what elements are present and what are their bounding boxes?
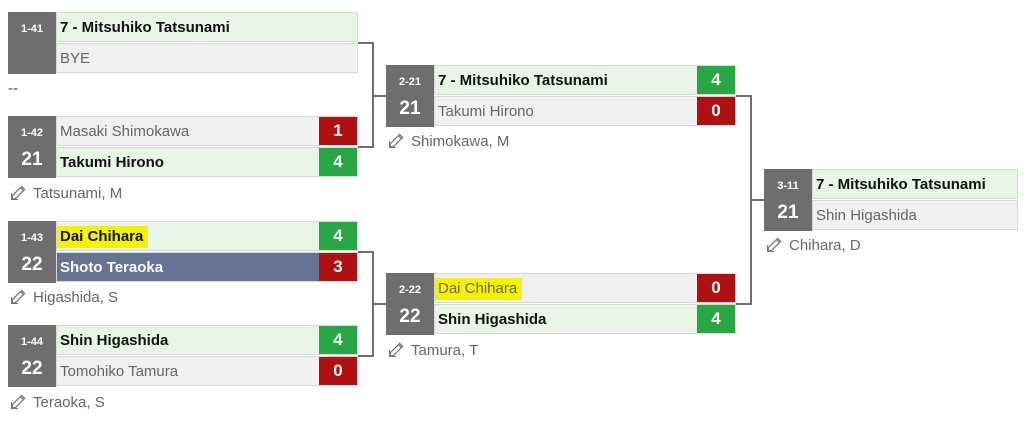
player-name: BYE — [60, 50, 91, 67]
referee-name: Teraoka, S — [33, 394, 105, 411]
connector-2-21-out — [736, 95, 751, 97]
pool-number: 21 — [399, 98, 421, 119]
player-slot-1[interactable]: Dai Chihara 4 — [56, 221, 358, 251]
player-name: 7 - Mitsuhiko Tatsunami — [816, 176, 986, 193]
highlighted-player-name: Dai Chihara — [435, 278, 523, 300]
player-name: Shin Higashida — [438, 311, 547, 328]
connector-1-41-out — [358, 42, 373, 44]
player-slot-1[interactable]: Masaki Shimokawa 1 — [56, 116, 358, 146]
player-slot-2[interactable]: Tomohiko Tamura 0 — [56, 356, 358, 386]
player-name: Shin Higashida — [816, 207, 917, 224]
pencil-edit-icon — [10, 392, 28, 410]
player-name: Tomohiko Tamura — [60, 363, 179, 380]
player-name: 7 - Mitsuhiko Tatsunami — [60, 19, 230, 36]
player-slot-2[interactable]: Takumi Hirono 0 — [434, 96, 736, 126]
score-box: 4 — [319, 222, 357, 250]
pool-number: 21 — [777, 202, 799, 223]
score-box: 4 — [319, 326, 357, 354]
score-box: 0 — [319, 357, 357, 385]
match-code: 1-42 — [20, 127, 44, 139]
match-badge: 1-41 — [8, 12, 56, 74]
pool-number: 22 — [21, 358, 43, 379]
pencil-edit-icon — [766, 235, 784, 253]
player-slot-1[interactable]: Dai Chihara 0 — [434, 273, 736, 303]
connector-1-43-out — [358, 251, 373, 253]
match-code: 2-21 — [398, 76, 422, 88]
pencil-edit-icon — [10, 287, 28, 305]
connector-to-2-21 — [372, 95, 386, 97]
score-box: 0 — [697, 274, 735, 302]
referee-label[interactable]: Teraoka, S — [10, 392, 105, 411]
referee-name: Shimokawa, M — [411, 133, 510, 150]
connector-2-22-out — [736, 303, 751, 305]
match-code: 2-22 — [398, 284, 422, 296]
player-name: Masaki Shimokawa — [60, 123, 190, 140]
score-box: 3 — [319, 253, 357, 281]
player-slot-2[interactable]: BYE — [56, 43, 358, 73]
pool-number: 22 — [399, 306, 421, 327]
player-slot-2[interactable]: Takumi Hirono 4 — [56, 147, 358, 177]
connector-to-2-22 — [372, 303, 386, 305]
player-name: Takumi Hirono — [60, 154, 164, 171]
referee-label[interactable]: Higashida, S — [10, 287, 118, 306]
connector-1-42-out — [358, 146, 373, 148]
player-name: 7 - Mitsuhiko Tatsunami — [438, 72, 608, 89]
score-box: 4 — [697, 305, 735, 333]
score-box: 0 — [697, 97, 735, 125]
referee-label[interactable]: Chihara, D — [766, 235, 861, 254]
player-name: Shin Higashida — [60, 332, 169, 349]
pool-number: 22 — [21, 254, 43, 275]
player-slot-2[interactable]: Shin Higashida — [812, 200, 1018, 230]
match-badge: 1-42 21 — [8, 116, 56, 178]
player-slot-2-selected[interactable]: Shoto Teraoka 3 — [56, 252, 358, 282]
referee-name: Chihara, D — [789, 237, 861, 254]
match-badge: 2-21 21 — [386, 65, 434, 127]
match-code: 1-44 — [20, 336, 44, 348]
referee-name: Higashida, S — [33, 289, 119, 306]
player-slot-1[interactable]: Shin Higashida 4 — [56, 325, 358, 355]
player-name: Takumi Hirono — [438, 103, 534, 120]
pool-number: 21 — [21, 149, 43, 170]
player-name: Dai Chihara — [435, 278, 523, 300]
referee-name: Tamura, T — [411, 342, 479, 359]
match-code: 1-43 — [20, 232, 44, 244]
referee-label[interactable]: Shimokawa, M — [388, 131, 509, 150]
match-badge: 1-44 22 — [8, 325, 56, 387]
match-badge: 1-43 22 — [8, 221, 56, 283]
pencil-edit-icon — [388, 131, 406, 149]
score-box: 1 — [319, 117, 357, 145]
connector-1-44-out — [358, 355, 373, 357]
match-badge: 3-11 21 — [764, 169, 812, 231]
pencil-edit-icon — [388, 340, 406, 358]
match-code: 1-41 — [20, 23, 44, 35]
connector-to-3-11 — [750, 199, 764, 201]
referee-label[interactable]: Tamura, T — [388, 340, 478, 359]
match-badge: 2-22 22 — [386, 273, 434, 335]
player-slot-2[interactable]: Shin Higashida 4 — [434, 304, 736, 334]
score-box: 4 — [697, 66, 735, 94]
highlighted-player-name: Dai Chihara — [57, 226, 149, 248]
player-name: Dai Chihara — [57, 226, 149, 248]
pencil-edit-icon — [10, 183, 28, 201]
score-box: 4 — [319, 148, 357, 176]
player-slot-1[interactable]: 7 - Mitsuhiko Tatsunami — [812, 169, 1018, 199]
bracket-placeholder: -- — [8, 80, 18, 97]
player-slot-1[interactable]: 7 - Mitsuhiko Tatsunami 4 — [434, 65, 736, 95]
referee-name: Tatsunami, M — [33, 185, 123, 202]
referee-label[interactable]: Tatsunami, M — [10, 183, 122, 202]
match-code: 3-11 — [777, 180, 799, 192]
player-slot-1[interactable]: 7 - Mitsuhiko Tatsunami — [56, 12, 358, 42]
player-name: Shoto Teraoka — [60, 259, 164, 276]
